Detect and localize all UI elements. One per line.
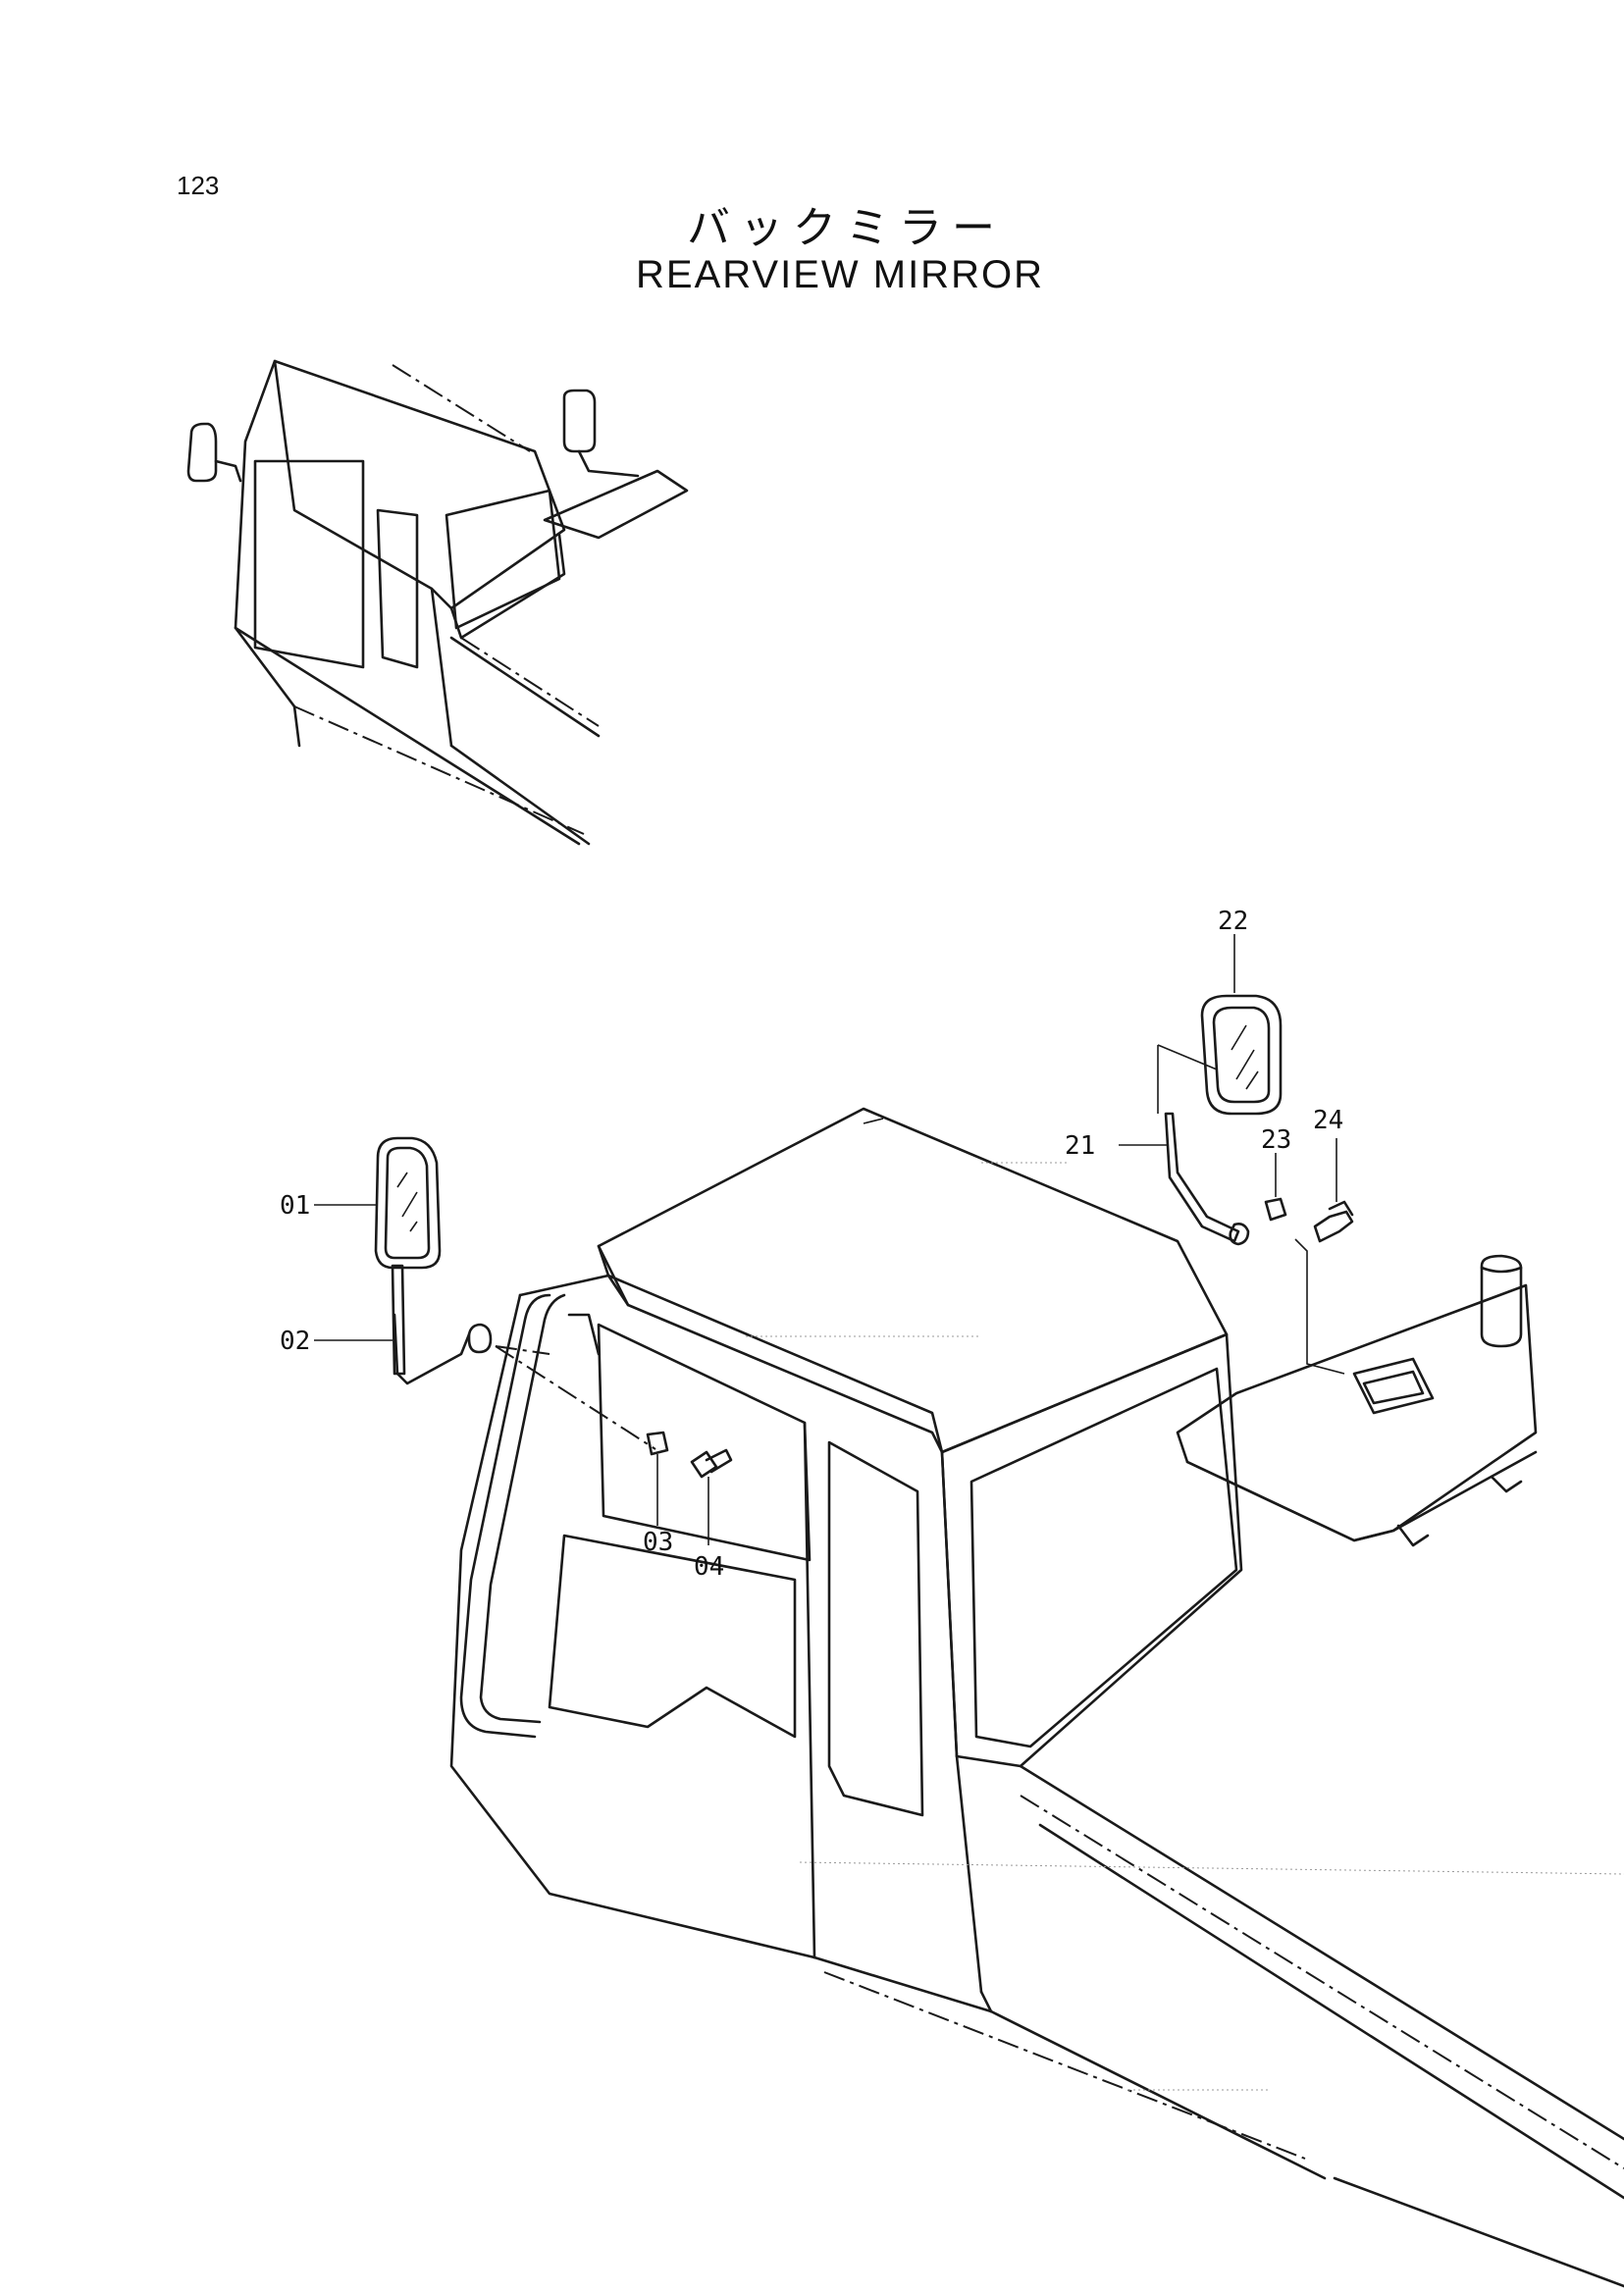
overview-cab-drawing — [186, 359, 689, 846]
callout-02: 02 — [280, 1327, 310, 1356]
part-03-nut: 03 — [643, 1431, 673, 1557]
part-01-mirror: 01 — [280, 1136, 442, 1270]
part-04-bolt: 04 — [690, 1448, 733, 1582]
callout-04: 04 — [694, 1552, 724, 1582]
callout-21: 21 — [1065, 1131, 1095, 1161]
callout-24: 24 — [1313, 1106, 1343, 1135]
callout-22: 22 — [1218, 907, 1248, 936]
part-22-mirror: 22 — [1200, 907, 1283, 1116]
page-number: 123 — [177, 171, 220, 200]
title-japanese: バックミラー — [687, 203, 1005, 253]
construction-lines — [746, 1162, 1624, 2091]
part-24-bolt: 24 — [1313, 1106, 1354, 1243]
callout-01: 01 — [280, 1191, 310, 1221]
main-cab-drawing — [449, 1107, 1624, 2288]
part-23-nut: 23 — [1261, 1125, 1291, 1222]
callout-03: 03 — [643, 1528, 673, 1557]
part-02-stay: 02 — [280, 1264, 656, 1450]
title-english: REARVIEW MIRROR — [636, 253, 1044, 296]
callout-23: 23 — [1261, 1125, 1291, 1155]
part-21-stay: 21 — [1065, 1044, 1345, 1375]
